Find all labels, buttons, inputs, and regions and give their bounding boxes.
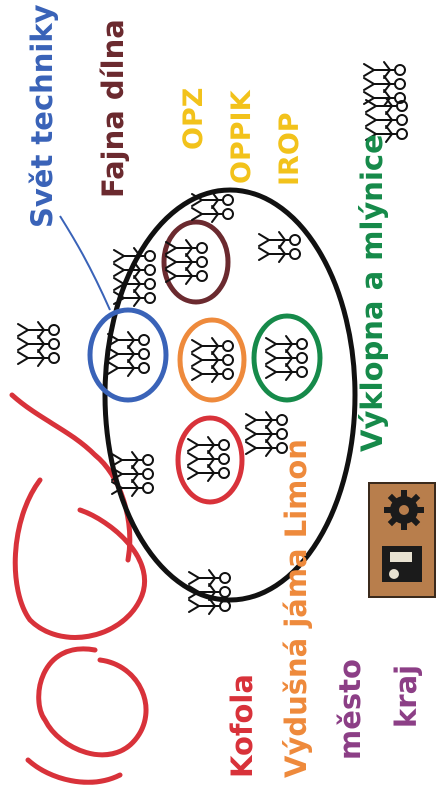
label-opz: OPZ <box>180 88 207 150</box>
label-fajna-dilna: Fajna dílna <box>99 19 128 198</box>
label-mesto: město <box>336 659 365 760</box>
pointer-line <box>60 216 110 310</box>
label-vydusna: Výdušná jáma Limon <box>282 439 311 778</box>
red-scribbles <box>12 395 146 782</box>
label-svet-techniky: Svět techniky <box>28 4 57 228</box>
label-kofola: Kofola <box>228 674 257 778</box>
logo-tile-icon <box>368 482 436 598</box>
label-irop: IROP <box>276 112 303 186</box>
label-oppik: OPPIK <box>228 91 255 185</box>
gear-icon <box>384 490 424 530</box>
label-kraj: kraj <box>392 665 421 728</box>
label-vyklopna: Výklopna a mlýnice <box>358 134 387 452</box>
